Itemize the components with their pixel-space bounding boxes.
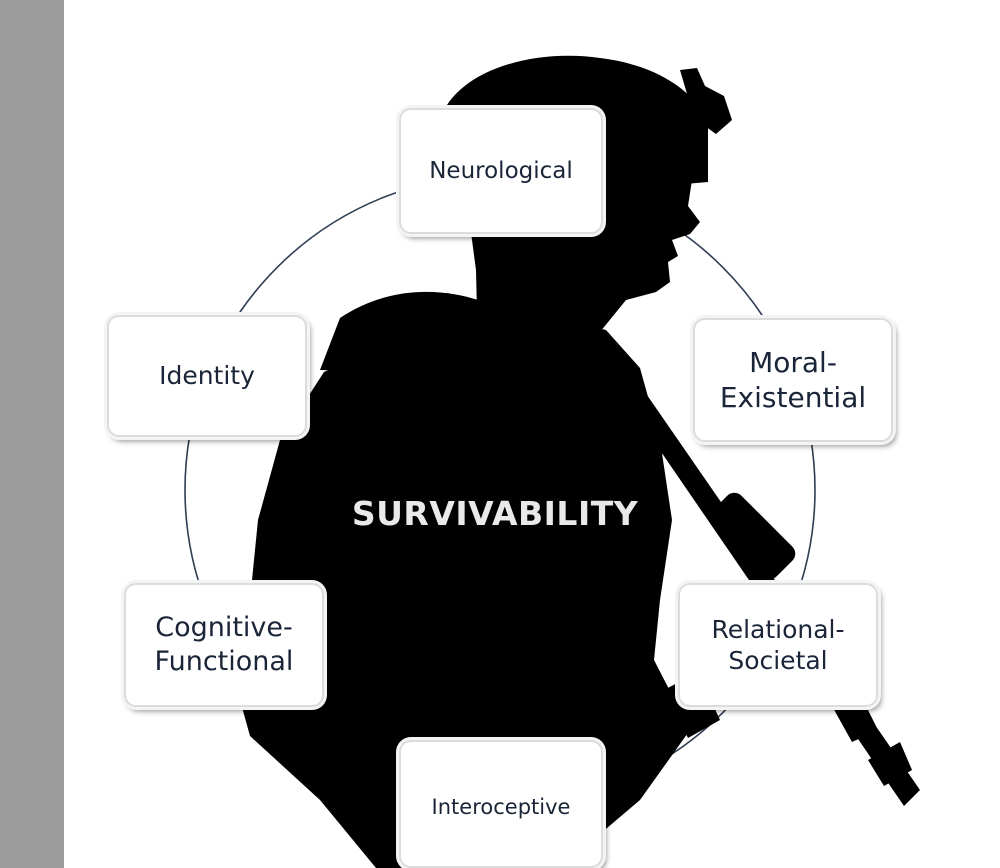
node-identity: Identity [107, 315, 307, 437]
node-label-line-1: Cognitive- [155, 612, 293, 644]
node-interoceptive: Interoceptive [399, 740, 603, 868]
node-label: Identity [159, 361, 255, 391]
node-label-line-2: Societal [728, 646, 828, 675]
node-label-line-2: Existential [719, 381, 867, 414]
center-label: SURVIVABILITY [351, 494, 639, 533]
node-neurological: Neurological [399, 108, 603, 234]
node-label-line-2: Functional [154, 646, 294, 677]
node-cognitive-functional: Cognitive- Functional [124, 583, 324, 707]
node-label-line-1: Relational- [711, 614, 845, 644]
node-label: Interoceptive [431, 795, 571, 819]
node-label-line-1: Moral- [749, 346, 837, 379]
node-label: Neurological [429, 157, 573, 184]
node-relational-societal: Relational- Societal [678, 583, 878, 707]
side-bar [0, 0, 64, 868]
node-moral-existential: Moral- Existential [693, 318, 893, 442]
